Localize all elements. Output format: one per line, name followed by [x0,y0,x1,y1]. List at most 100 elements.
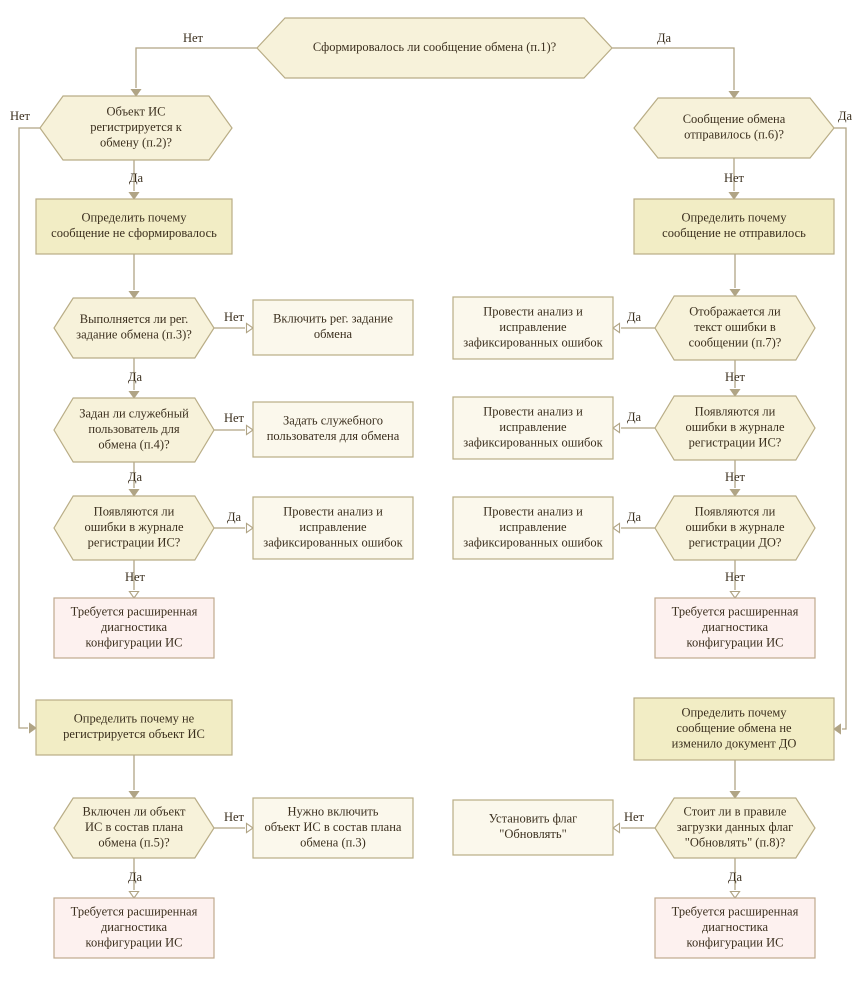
node-text-line: Сообщение обмена [683,112,786,126]
flow-connector-e20 [729,560,741,599]
node-text-line: зафиксированных ошибок [463,535,603,549]
arrowhead-hollow [128,890,140,899]
flow-connector-e21 [128,755,140,799]
arrowhead-hollow [245,322,254,334]
arrowhead-hollow [612,422,621,434]
connector-line [135,47,257,88]
process-rect [35,198,233,255]
decision-hexagon [256,17,613,79]
flow-node-action-n17[interactable]: Провести анализ и исправлениезафиксирован… [452,496,614,560]
node-text-line: Провести анализ и [483,304,583,318]
flow-connector-e9 [214,322,254,334]
node-text-line: Задать служебного [283,414,383,428]
node-text-line: зафиксированных ошибок [263,535,403,549]
arrowhead-solid [128,489,140,497]
arrowhead-hollow [128,590,140,599]
connector-label: Нет [725,570,746,584]
node-text-line: сообщение не сформировалось [51,226,217,240]
decision-hexagon [654,295,816,361]
node-text-line: диагностика [702,620,769,634]
node-text-line: исправление [499,520,567,534]
flow-node-result-n18[interactable]: Требуется расширеннаядиагностикаконфигур… [53,597,215,659]
node-text-line: обмена [314,327,353,341]
decision-hexagon [633,97,835,159]
node-text-line: обмена (п.5)? [98,835,170,849]
node-text-line: диагностика [702,920,769,934]
arrowhead-solid [728,91,740,99]
node-text-line: Провести анализ и [483,504,583,518]
decision-hexagon [53,297,215,359]
node-text-line: конфигурации ИС [86,935,183,949]
connector-label: Нет [725,370,746,384]
action-rect [452,496,614,560]
arrowhead-hollow [612,822,621,834]
flow-node-action-n9[interactable]: Провести анализ иисправлениезафиксирован… [452,296,614,360]
node-text-line: конфигурации ИС [86,635,183,649]
decision-hexagon [53,495,215,561]
node-text-line: исправление [299,520,367,534]
node-text-line: обмена (п.4)? [98,437,170,451]
node-text-line: "Обновлять" [499,827,566,841]
flow-node-action-n13[interactable]: Провести анализ иисправлениезафиксирован… [452,396,614,460]
flow-node-result-n27[interactable]: Требуется расширеннаядиагностикаконфигур… [654,897,816,959]
node-text-line: регистрации ИС? [689,435,782,449]
connector-label: Да [128,370,143,384]
arrowhead-solid [128,291,140,299]
connector-label: Нет [183,31,204,45]
decision-hexagon [654,395,816,461]
flow-connector-e23 [214,822,254,834]
result-rect [654,597,816,659]
flow-node-result-n26[interactable]: Требуется расширеннаядиагностикаконфигур… [53,897,215,959]
connector-line [612,47,735,90]
connector-label: Да [128,470,143,484]
flow-node-decision-n6[interactable]: Выполняется ли рег.задание обмена (п.3)? [53,297,215,359]
node-text-line: Задан ли служебный [79,406,189,420]
result-rect [654,897,816,959]
node-text-line: исправление [499,420,567,434]
node-text-line: Установить флаг [489,812,578,826]
node-text-line: Включить рег. задание [273,312,393,326]
node-text-line: объект ИС в состав плана [265,820,402,834]
flow-node-action-n25[interactable]: Установить флаг"Обновлять" [452,799,614,856]
flow-node-decision-n1[interactable]: Сформировалось ли сообщение обмена (п.1)… [256,17,613,79]
node-text-line: ошибки в журнале [685,420,785,434]
process-rect [633,697,835,761]
node-text-line: регистрируется объект ИС [63,727,205,741]
node-text-line: сообщение обмена не [676,721,792,735]
flow-connector-e7 [128,254,140,299]
arrowhead-solid [729,289,741,297]
node-text-line: Требуется расширенная [672,604,799,618]
arrowhead-solid [128,391,140,399]
node-text-line: Требуется расширенная [71,904,198,918]
node-text-line: регистрации ДО? [689,535,782,549]
node-text-line: диагностика [101,620,168,634]
node-text-line: регистрации ИС? [88,535,181,549]
decision-hexagon [53,397,215,463]
node-text-line: Провести анализ и [483,404,583,418]
node-text-line: конфигурации ИС [687,635,784,649]
node-text-line: задание обмена (п.3)? [76,328,192,342]
flow-connector-e16 [729,460,741,497]
arrowhead-solid [729,489,741,497]
flow-node-result-n19[interactable]: Требуется расширенная диагностикаконфигур… [654,597,816,659]
flow-node-action-n15[interactable]: Провести анализ иисправлениезафиксирован… [252,496,414,560]
node-text-line: загрузки данных флаг [677,820,794,834]
node-text-line: Стоит ли в правиле [684,804,787,818]
action-rect [252,401,414,458]
